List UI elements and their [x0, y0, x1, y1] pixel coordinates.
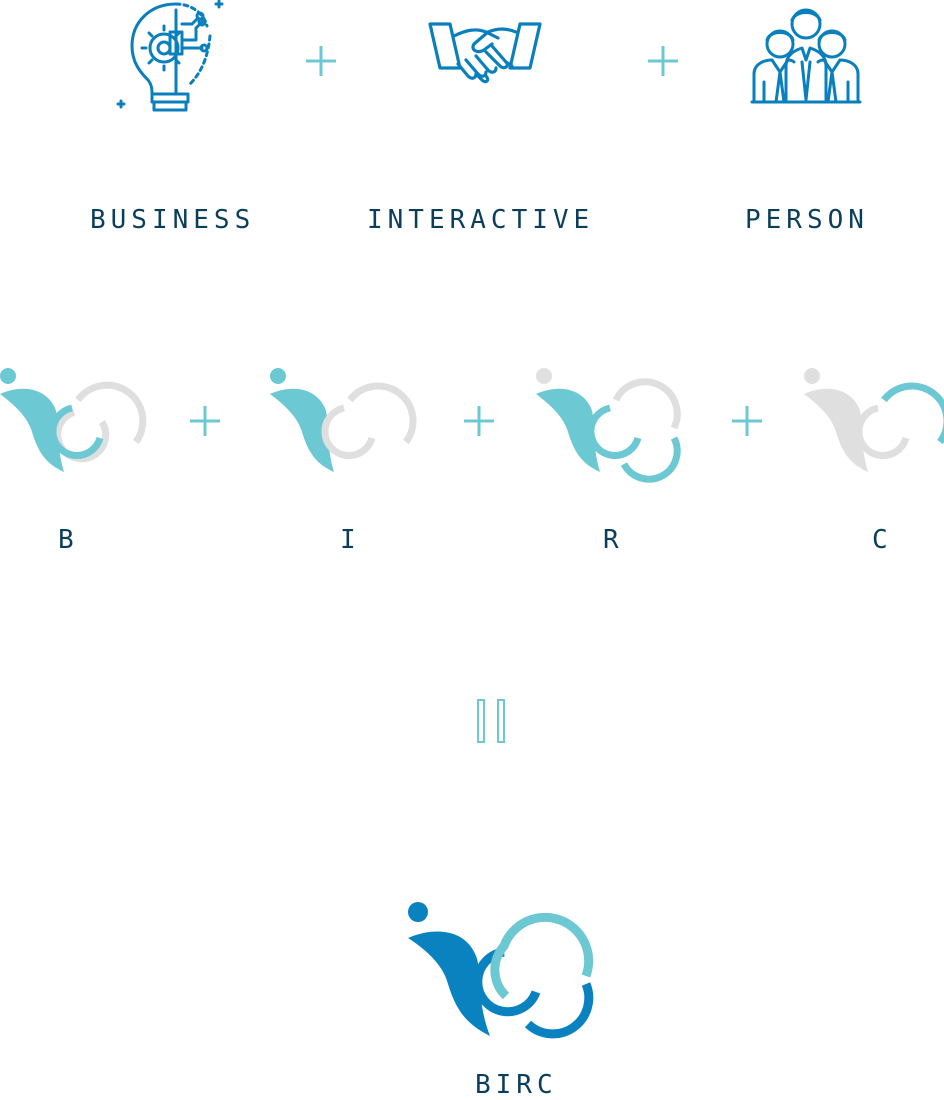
- letter-label-c: C: [872, 525, 888, 555]
- birc-logo: [408, 902, 594, 1039]
- birc-logo-variant-b: [0, 368, 147, 472]
- concept-label-business: BUSINESS: [90, 205, 256, 235]
- letter-label-b: B: [58, 525, 74, 555]
- birc-logo-variant-c: [804, 368, 944, 472]
- birc-logo-variant-i: [270, 368, 417, 472]
- plus-icon: [190, 406, 220, 436]
- equals-icon: [477, 699, 505, 743]
- handshake-icon: [428, 22, 542, 84]
- letter-label-i: I: [340, 525, 356, 555]
- plus-icon: [648, 46, 678, 76]
- plus-icon: [464, 406, 494, 436]
- birc-logo-variant-r: [536, 368, 681, 483]
- plus-icon: [732, 406, 762, 436]
- plus-icon: [306, 46, 336, 76]
- letter-label-r: R: [603, 525, 619, 555]
- concept-label-person: PERSON: [745, 205, 869, 235]
- people-group-icon: [750, 8, 862, 104]
- concept-label-interactive: INTERACTIVE: [367, 205, 595, 235]
- final-label-birc: BIRC: [475, 1070, 558, 1100]
- lightbulb-gear-icon: [116, 0, 224, 112]
